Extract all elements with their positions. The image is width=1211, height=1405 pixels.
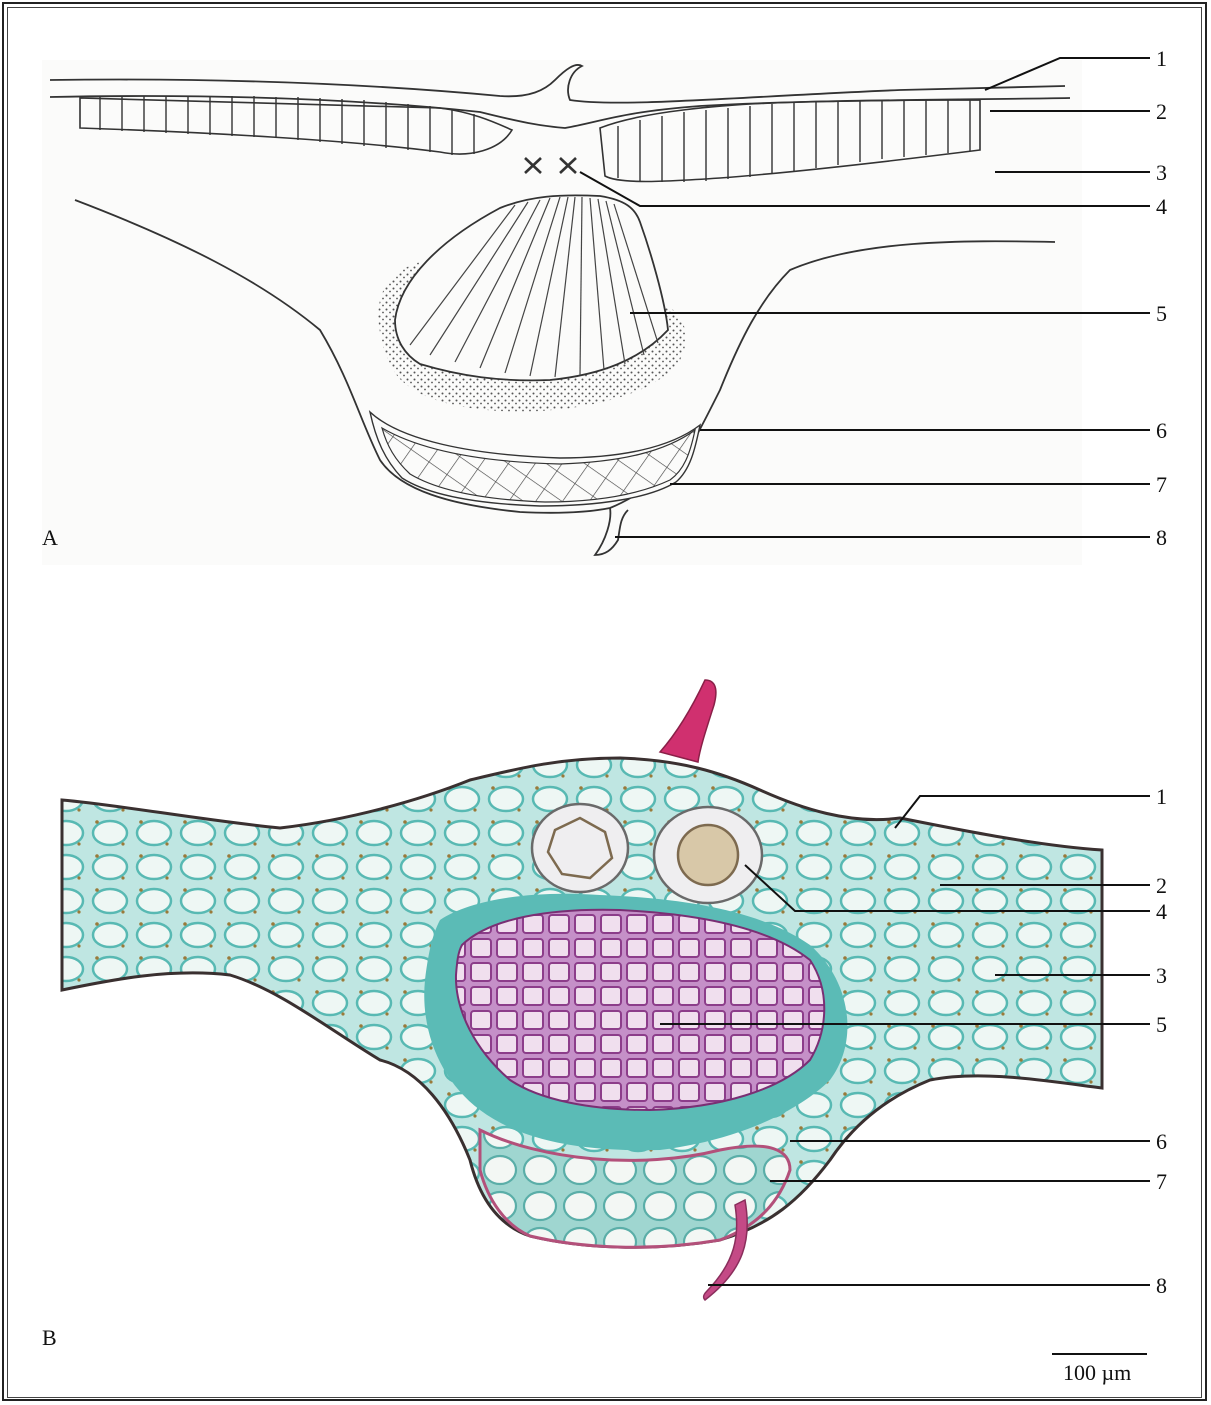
panel-b-label-4: 4	[1156, 899, 1167, 924]
panel-b-label-2: 2	[1156, 873, 1167, 898]
panel-a-label-4: 4	[1156, 194, 1167, 219]
panel-b-label-7: 7	[1156, 1169, 1167, 1194]
panel-b-label-6: 6	[1156, 1129, 1167, 1154]
panel-a-letter: A	[42, 525, 58, 550]
panel-a-drawing: 1 2 3 4 5 6 7 8 A	[42, 46, 1167, 565]
panel-b-label-3: 3	[1156, 963, 1167, 988]
panel-b-letter: B	[42, 1325, 57, 1350]
panel-a-label-7: 7	[1156, 472, 1167, 497]
panel-b-micrograph: 1 2 4 3 5 6 7 8 100 µm B	[42, 680, 1167, 1385]
panel-a-label-5: 5	[1156, 301, 1167, 326]
crystal-druse-right-core	[678, 825, 738, 885]
panel-b-label-1: 1	[1156, 784, 1167, 809]
panel-a-label-2: 2	[1156, 99, 1167, 124]
scale-bar-label: 100 µm	[1063, 1360, 1131, 1385]
panel-a-label-3: 3	[1156, 160, 1167, 185]
panel-a-label-8: 8	[1156, 525, 1167, 550]
upper-trichome	[660, 680, 716, 762]
panel-b-label-5: 5	[1156, 1012, 1167, 1037]
panel-b-label-8: 8	[1156, 1273, 1167, 1298]
xylem-cells	[456, 910, 824, 1110]
panel-a-label-1: 1	[1156, 46, 1167, 71]
panel-a-label-6: 6	[1156, 418, 1167, 443]
